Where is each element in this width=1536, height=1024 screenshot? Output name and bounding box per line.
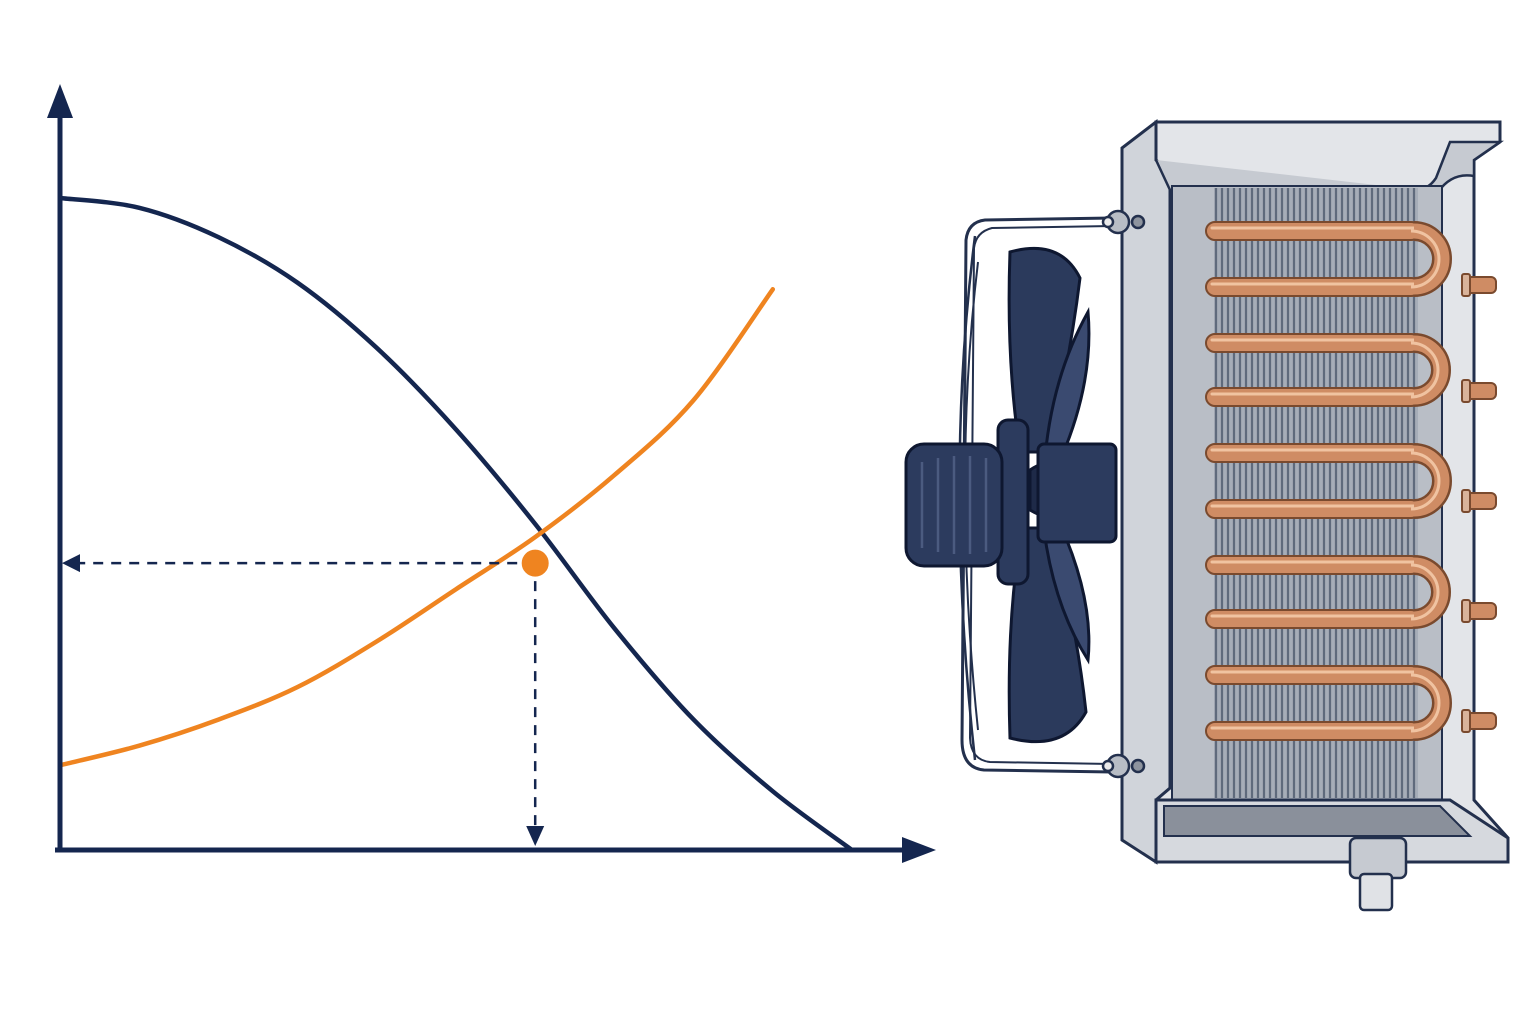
return-bend-highlight <box>1410 451 1441 511</box>
mounting-bolts <box>1101 209 1146 779</box>
copper-tube <box>1205 721 1421 741</box>
operating-point <box>518 546 552 580</box>
stub-collar <box>1461 599 1471 623</box>
fan-system-curve-chart <box>47 84 936 863</box>
drain-fitting-icon <box>1348 836 1408 912</box>
copper-tube <box>1205 221 1421 241</box>
pressure-leader-arrowhead <box>62 554 80 573</box>
copper-tube-rows <box>1205 221 1452 741</box>
return-bend-highlight <box>1410 563 1440 621</box>
fan-coil-unit-illustration <box>904 118 1510 912</box>
drain-pan-well <box>1163 805 1473 837</box>
copper-tube <box>1205 277 1421 297</box>
chart-marks <box>57 195 855 853</box>
copper-tube <box>1205 499 1421 519</box>
stub-collar <box>1461 273 1471 297</box>
copper-tube <box>1205 609 1421 629</box>
return-bend-highlight <box>1410 673 1441 733</box>
stub-collar <box>1461 489 1471 513</box>
flow-leader-arrowhead <box>526 826 545 846</box>
fan-motor-icon <box>904 418 1118 586</box>
housing-front-flange <box>1120 118 1172 865</box>
return-bend-highlight <box>1410 229 1441 289</box>
copper-tube <box>1205 387 1421 407</box>
copper-tube <box>1205 665 1421 685</box>
fan-curve <box>57 195 855 853</box>
stub-collar <box>1461 709 1471 733</box>
return-bend-highlight <box>1410 341 1440 399</box>
copper-tube <box>1205 555 1421 575</box>
stub-collar <box>1461 379 1471 403</box>
system-curve <box>57 287 776 768</box>
y-axis-arrowhead <box>47 84 73 118</box>
copper-tube-stubs <box>1461 273 1497 733</box>
copper-tube <box>1205 333 1421 353</box>
x-axis-arrowhead <box>902 837 936 863</box>
copper-tube <box>1205 443 1421 463</box>
